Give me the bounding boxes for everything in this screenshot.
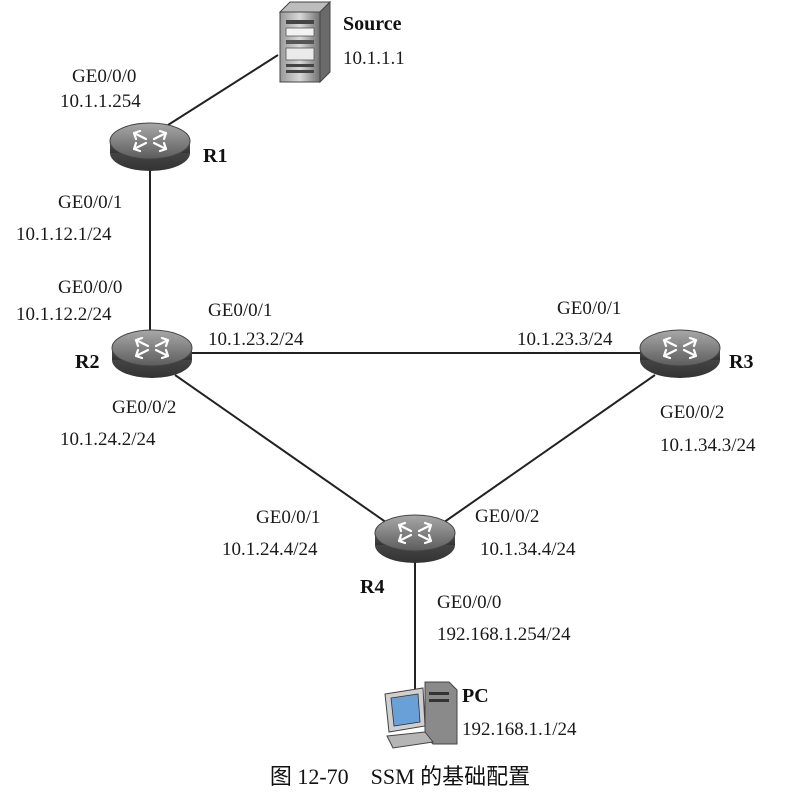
r4-ge000-port: GE0/0/0 (437, 592, 501, 613)
pc-name: PC (462, 685, 489, 707)
r4-ge001-port: GE0/0/1 (256, 507, 320, 528)
r2-ge000-ip: 10.1.12.2/24 (16, 304, 112, 325)
pc-ip: 192.168.1.1/24 (462, 719, 577, 740)
r4-ge002-port: GE0/0/2 (475, 506, 539, 527)
link-r3-r4 (439, 374, 656, 526)
router-r4-label: R4 (360, 576, 384, 598)
r4-ge001-ip: 10.1.24.4/24 (222, 539, 318, 560)
r2-ge000-port: GE0/0/0 (58, 277, 122, 298)
source-ip: 10.1.1.1 (343, 48, 405, 69)
router-r1: R1 (108, 121, 227, 173)
r1-ge001-ip: 10.1.12.1/24 (16, 224, 112, 245)
router-r2: R2 (75, 328, 194, 380)
router-icon (373, 513, 457, 565)
r4-ge002-ip: 10.1.34.4/24 (480, 539, 576, 560)
r2-ge002-ip: 10.1.24.2/24 (60, 429, 156, 450)
router-r3-label: R3 (729, 351, 753, 373)
router-r1-label: R1 (203, 145, 227, 167)
router-icon (638, 328, 722, 380)
router-r2-label: R2 (75, 351, 99, 373)
r1-ge001-port: GE0/0/1 (58, 192, 122, 213)
r1-ge000-port: GE0/0/0 (72, 66, 136, 87)
figure-caption: 图 12-70 SSM 的基础配置 (270, 764, 530, 789)
r2-ge001-port: GE0/0/1 (208, 300, 272, 321)
router-r4: R4 (360, 513, 457, 598)
router-r3: R3 (638, 328, 753, 380)
source-name: Source (343, 13, 402, 35)
r4-ge000-ip: 192.168.1.254/24 (437, 624, 571, 645)
r3-ge001-ip: 10.1.23.3/24 (517, 329, 613, 350)
r1-ge000-ip: 10.1.1.254 (60, 91, 141, 112)
link-source-r1 (167, 54, 279, 126)
links (149, 54, 656, 690)
pc-icon (384, 681, 458, 749)
r3-ge002-port: GE0/0/2 (660, 402, 724, 423)
server-icon (278, 0, 332, 84)
r2-ge001-ip: 10.1.23.2/24 (208, 329, 304, 350)
r3-ge002-ip: 10.1.34.3/24 (660, 435, 756, 456)
router-icon (108, 121, 192, 173)
link-r2-r4 (174, 374, 391, 526)
router-icon (110, 328, 194, 380)
r2-ge002-port: GE0/0/2 (112, 397, 176, 418)
r3-ge001-port: GE0/0/1 (557, 298, 621, 319)
